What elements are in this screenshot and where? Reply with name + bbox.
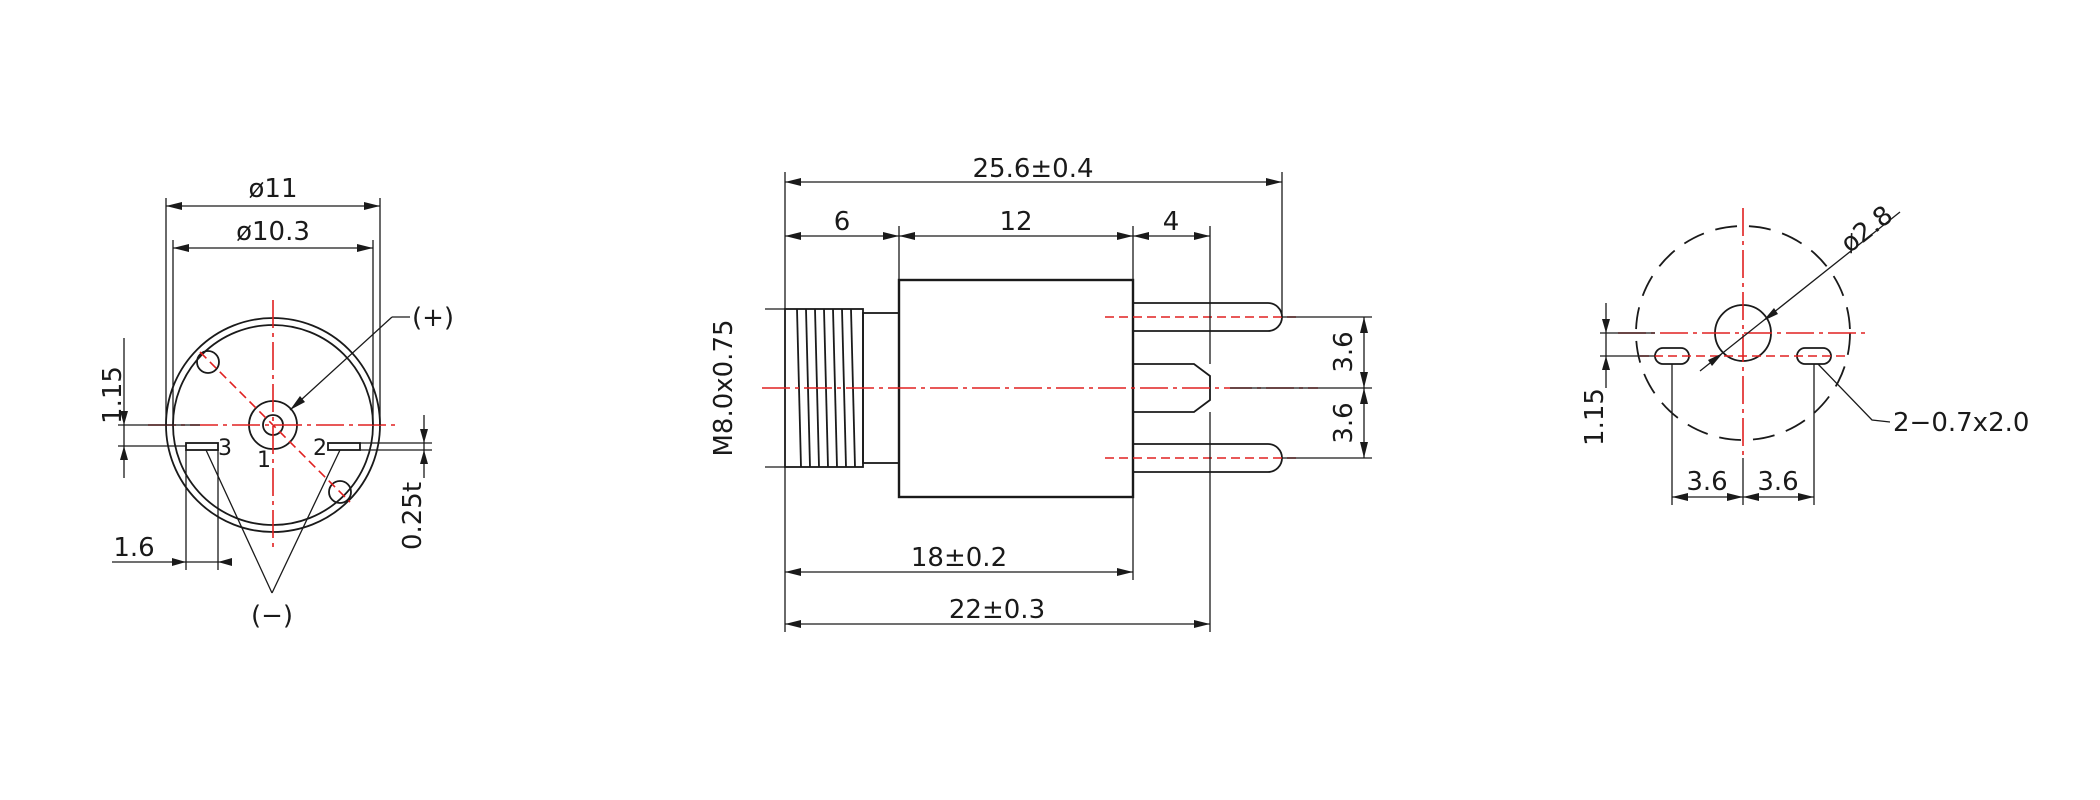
- dim-pin-spacing-top: 3.6: [1329, 331, 1359, 372]
- front-view: ø11 ø10.3 (+) 1.15 1.6 0.25t: [98, 174, 454, 631]
- dim-pin-spacing-bottom: 3.6: [1329, 402, 1359, 443]
- dim-pin-offset: 1.15: [98, 366, 128, 424]
- dim-pcb-offset: 1.15: [1580, 388, 1610, 446]
- dim-thread-length: 6: [834, 207, 851, 237]
- dim-total-length: 25.6±0.4: [972, 154, 1093, 184]
- pcb-layout-view: ø2.8 1.15 3.6 3.6 2−0.7x2.0: [1580, 200, 2029, 505]
- dim-pin-length: 4: [1163, 207, 1180, 237]
- dim-thread-spec: M8.0x0.75: [709, 319, 739, 456]
- dim-slot-spec: 2−0.7x2.0: [1893, 408, 2029, 438]
- dim-pcb-spacing-right: 3.6: [1757, 467, 1798, 497]
- terminal-tab-2: [327, 442, 361, 451]
- dim-housing-length: 18±0.2: [911, 543, 1007, 573]
- label-negative: (−): [251, 601, 293, 631]
- pin-number-2: 2: [313, 436, 327, 461]
- front-centerline-diag: [199, 351, 351, 503]
- dim-thickness: 0.25t: [398, 482, 428, 550]
- pin-number-3: 3: [218, 436, 232, 461]
- label-positive: (+): [412, 303, 454, 333]
- terminal-tab-3: [185, 442, 219, 451]
- dim-length-to-pin-tip: 22±0.3: [949, 595, 1045, 625]
- dim-pin-width: 1.6: [113, 533, 154, 563]
- dim-body-length: 12: [999, 207, 1032, 237]
- notch-bottom-right: [328, 480, 352, 504]
- side-view: 25.6±0.4 6 12 4 M8.0x0.75 3.6 3.6: [709, 154, 1372, 632]
- dim-inner-diameter: ø10.3: [236, 217, 310, 247]
- dim-outer-diameter: ø11: [249, 174, 298, 204]
- dim-pcb-spacing-left: 3.6: [1686, 467, 1727, 497]
- notch-top-left: [196, 350, 220, 374]
- pin-number-1: 1: [257, 448, 271, 473]
- dim-center-hole: ø2.8: [1835, 200, 1899, 259]
